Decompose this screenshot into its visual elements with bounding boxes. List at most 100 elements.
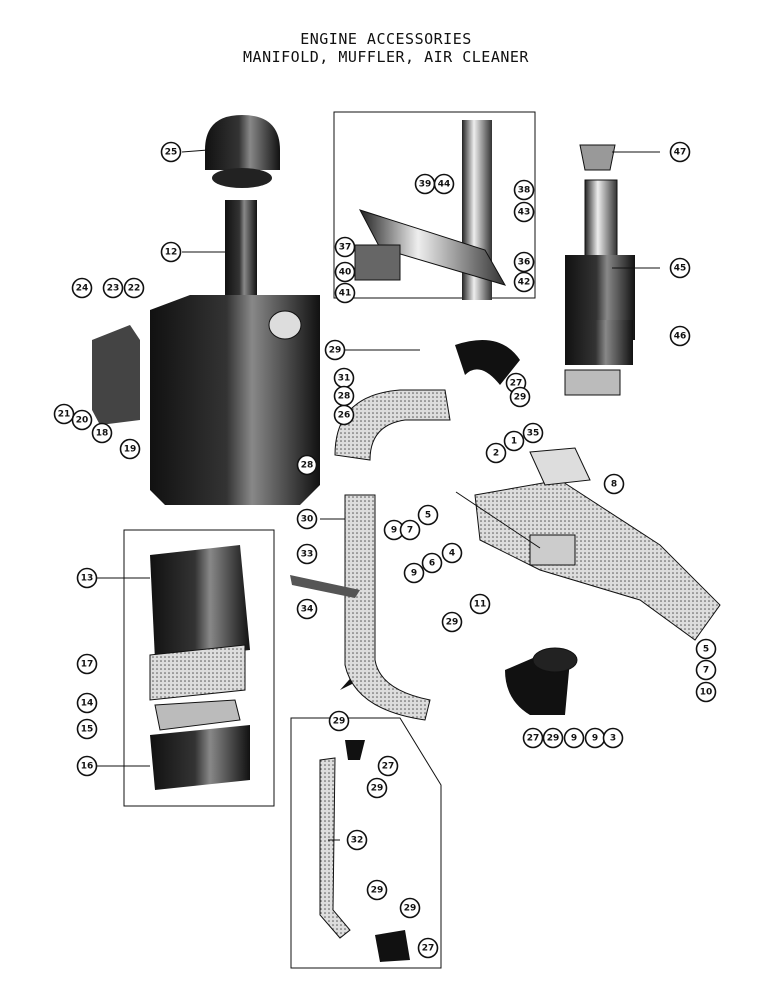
callout-39: 39 — [414, 173, 436, 195]
svg-text:40: 40 — [339, 268, 352, 278]
callout-19: 19 — [119, 438, 141, 460]
svg-text:29: 29 — [371, 784, 384, 794]
callout-28: 28 — [333, 385, 355, 407]
svg-text:28: 28 — [301, 461, 314, 471]
svg-text:15: 15 — [81, 725, 94, 735]
svg-text:37: 37 — [339, 243, 352, 253]
callout-27: 27 — [522, 727, 544, 749]
callout-4: 4 — [441, 542, 463, 564]
inset-frame-alt-hose — [290, 717, 442, 969]
callout-27: 27 — [377, 755, 399, 777]
callout-40: 40 — [334, 261, 356, 283]
mounting-bracket — [92, 325, 140, 425]
callout-26: 26 — [333, 404, 355, 426]
callout-20: 20 — [71, 409, 93, 431]
svg-text:36: 36 — [518, 258, 531, 268]
intake-hose-30 — [344, 494, 431, 721]
svg-text:5: 5 — [425, 511, 431, 521]
svg-text:27: 27 — [382, 762, 395, 772]
callout-17: 17 — [76, 653, 98, 675]
callout-14: 14 — [76, 692, 98, 714]
svg-text:19: 19 — [124, 445, 137, 455]
hose-bracket-33 — [290, 575, 360, 598]
exhaust-outlet-pipe — [564, 144, 635, 396]
svg-text:3: 3 — [610, 734, 616, 744]
air-cleaner-body — [150, 295, 320, 505]
callout-7: 7 — [399, 519, 421, 541]
svg-text:21: 21 — [58, 410, 71, 420]
callout-16: 16 — [76, 755, 98, 777]
callout-9: 9 — [383, 519, 405, 541]
oil-bath-parts — [149, 545, 250, 790]
callout-43: 43 — [513, 201, 535, 223]
callout-10: 10 — [695, 681, 717, 703]
svg-text:16: 16 — [81, 762, 94, 772]
callout-21: 21 — [53, 403, 75, 425]
callout-28: 28 — [296, 454, 318, 476]
svg-text:41: 41 — [339, 289, 352, 299]
callout-29: 29 — [366, 879, 388, 901]
svg-text:33: 33 — [301, 550, 314, 560]
svg-text:29: 29 — [404, 904, 417, 914]
svg-text:9: 9 — [592, 734, 598, 744]
callout-23: 23 — [102, 277, 124, 299]
svg-text:27: 27 — [527, 734, 540, 744]
callout-29: 29 — [542, 727, 564, 749]
svg-text:9: 9 — [411, 569, 417, 579]
callout-12: 12 — [160, 241, 182, 263]
callout-18: 18 — [91, 422, 113, 444]
callout-31: 31 — [333, 367, 355, 389]
svg-text:29: 29 — [333, 717, 346, 727]
callout-32: 32 — [346, 829, 368, 851]
svg-text:45: 45 — [674, 264, 687, 274]
air-cleaner-pipe — [225, 200, 257, 305]
svg-text:46: 46 — [674, 332, 687, 342]
callout-11: 11 — [469, 593, 491, 615]
callout-6: 6 — [421, 552, 443, 574]
svg-text:9: 9 — [571, 734, 577, 744]
svg-text:27: 27 — [422, 944, 435, 954]
svg-text:29: 29 — [371, 886, 384, 896]
callout-3: 3 — [602, 727, 624, 749]
callout-1: 1 — [503, 430, 525, 452]
svg-text:22: 22 — [128, 284, 141, 294]
callout-37: 37 — [334, 236, 356, 258]
svg-text:5: 5 — [703, 645, 709, 655]
callout-34: 34 — [296, 598, 318, 620]
callout-42: 42 — [513, 271, 535, 293]
svg-text:38: 38 — [518, 186, 531, 196]
air-cleaner-cap — [205, 115, 280, 188]
svg-text:1: 1 — [511, 437, 517, 447]
svg-text:39: 39 — [419, 180, 432, 190]
svg-text:44: 44 — [438, 180, 451, 190]
callout-2: 2 — [485, 442, 507, 464]
callout-9: 9 — [403, 562, 425, 584]
svg-text:30: 30 — [301, 515, 314, 525]
svg-text:47: 47 — [674, 148, 687, 158]
diagram-title-line2: MANIFOLD, MUFFLER, AIR CLEANER — [243, 48, 529, 66]
svg-text:7: 7 — [703, 666, 709, 676]
callout-45: 45 — [669, 257, 691, 279]
svg-text:13: 13 — [81, 574, 94, 584]
callout-36: 36 — [513, 251, 535, 273]
svg-text:26: 26 — [338, 411, 351, 421]
callout-35: 35 — [522, 422, 544, 444]
svg-text:23: 23 — [107, 284, 120, 294]
callout-29: 29 — [441, 611, 463, 633]
callout-8: 8 — [603, 473, 625, 495]
callout-30: 30 — [296, 508, 318, 530]
svg-text:43: 43 — [518, 208, 531, 218]
inset-frame-air-cleaner-oil-bath — [123, 529, 275, 807]
callout-5: 5 — [695, 638, 717, 660]
callout-47: 47 — [669, 141, 691, 163]
callout-46: 46 — [669, 325, 691, 347]
callout-15: 15 — [76, 718, 98, 740]
callout-13: 13 — [76, 567, 98, 589]
svg-text:32: 32 — [351, 836, 364, 846]
callout-9: 9 — [584, 727, 606, 749]
callout-24: 24 — [71, 277, 93, 299]
muffler-inset-parts — [354, 120, 507, 300]
callout-27: 27 — [417, 937, 439, 959]
svg-text:6: 6 — [429, 559, 435, 569]
callout-7: 7 — [695, 659, 717, 681]
